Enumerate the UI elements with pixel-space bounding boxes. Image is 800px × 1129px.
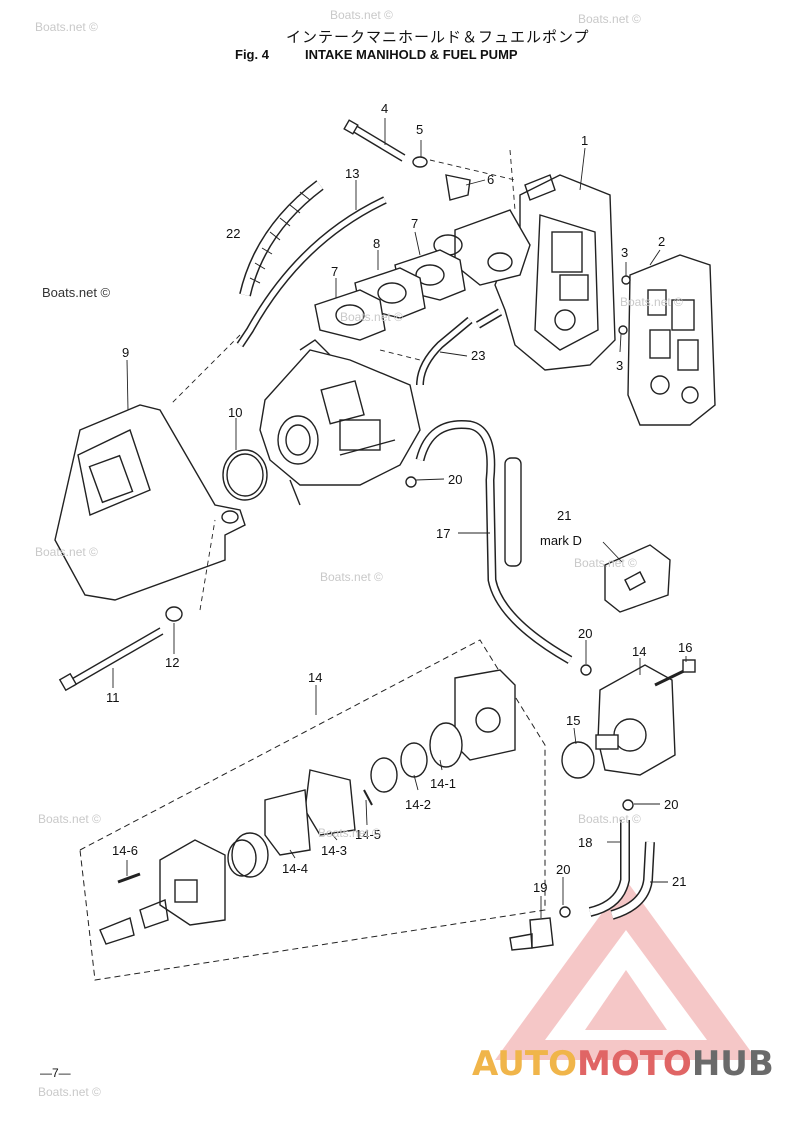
callout-14-1: 14-1 xyxy=(430,776,457,791)
silencer-part-9 xyxy=(54,404,246,601)
watermark: Boats.net © xyxy=(35,545,98,559)
diagram-title: INTAKE MANIHOLD & FUEL PUMP xyxy=(305,47,518,62)
connector-part-19 xyxy=(509,917,554,951)
mark-d-label: mark D xyxy=(540,533,582,548)
gaskets-part-7-8 xyxy=(314,249,466,341)
callout-20a: 20 xyxy=(448,472,463,487)
watermark: Boats.net © xyxy=(318,826,381,840)
callout-17: 17 xyxy=(436,526,451,541)
page-number: —7— xyxy=(40,1066,71,1080)
callout-22: 22 xyxy=(226,226,241,241)
callout-3a: 3 xyxy=(621,245,629,260)
callout-21a: 21 xyxy=(557,508,572,523)
callout-19: 19 xyxy=(533,880,548,895)
callout-23: 23 xyxy=(471,348,486,363)
gasket-part-2 xyxy=(627,254,716,426)
automotohub-logo-mark xyxy=(495,880,757,1060)
watermark: Boats.net © xyxy=(38,1085,101,1099)
watermark: Boats.net © xyxy=(574,556,637,570)
figure-label: Fig. 4 xyxy=(235,47,269,62)
callout-14-6: 14-6 xyxy=(112,843,139,858)
callout-14-2: 14-2 xyxy=(405,797,432,812)
callout-20d: 20 xyxy=(556,862,571,877)
callout-4: 4 xyxy=(381,101,389,116)
callout-12: 12 xyxy=(165,655,180,670)
callout-9: 9 xyxy=(122,345,130,360)
callout-20c: 20 xyxy=(664,797,679,812)
watermark: Boats.net © xyxy=(38,812,101,826)
intake-manifold-part-1 xyxy=(433,174,616,371)
callout-11: 11 xyxy=(106,690,120,705)
washer-part-12 xyxy=(165,606,183,622)
callout-8: 8 xyxy=(373,236,381,251)
fuel-pump-part-14 xyxy=(595,664,676,776)
callout-6: 6 xyxy=(487,172,495,187)
callout-15: 15 xyxy=(566,713,581,728)
bolt-part-11 xyxy=(58,627,164,692)
callout-16: 16 xyxy=(678,640,693,655)
watermark: Boats.net © xyxy=(42,285,111,300)
callout-2: 2 xyxy=(658,234,666,249)
watermark: Boats.net © xyxy=(578,12,641,26)
callout-14-5: 14-5 xyxy=(355,827,382,842)
watermark: Boats.net © xyxy=(35,20,98,34)
bolt-part-4 xyxy=(343,119,406,162)
callout-14-4: 14-4 xyxy=(282,861,309,876)
logo-text-moto: MOTO xyxy=(576,1044,692,1084)
clip-part-6 xyxy=(445,174,471,201)
callout-5: 5 xyxy=(416,122,424,137)
watermark: Boats.net © xyxy=(330,8,393,22)
watermark: Boats.net © xyxy=(620,295,683,309)
callout-20b: 20 xyxy=(578,626,593,641)
callout-7b: 7 xyxy=(331,264,339,279)
logo-text-auto: AUTO xyxy=(472,1044,577,1084)
callout-3b: 3 xyxy=(616,358,624,373)
watermark: Boats.net © xyxy=(578,812,641,826)
callout-18: 18 xyxy=(578,835,593,850)
callout-14a: 14 xyxy=(308,670,323,685)
logo-text-hub: HUB xyxy=(691,1044,774,1084)
washer-part-5 xyxy=(412,156,428,168)
spiral-hose-part-22 xyxy=(239,180,324,297)
japanese-title: インテークマニホールド＆フュエルポンプ xyxy=(286,28,590,46)
carburetor xyxy=(259,339,421,506)
callout-14b: 14 xyxy=(632,644,647,659)
automotohub-logo: AUTOMOTOHUB xyxy=(472,1044,774,1084)
callout-1: 1 xyxy=(581,133,589,148)
o-ring-part-10 xyxy=(222,449,268,501)
callout-10: 10 xyxy=(228,405,243,420)
watermark: Boats.net © xyxy=(320,570,383,584)
pump-exploded-parts xyxy=(99,669,516,945)
watermark: Boats.net © xyxy=(340,310,403,324)
callout-7a: 7 xyxy=(411,216,419,231)
callout-13: 13 xyxy=(345,166,360,181)
callout-14-3: 14-3 xyxy=(321,843,348,858)
callout-21b: 21 xyxy=(672,874,687,889)
